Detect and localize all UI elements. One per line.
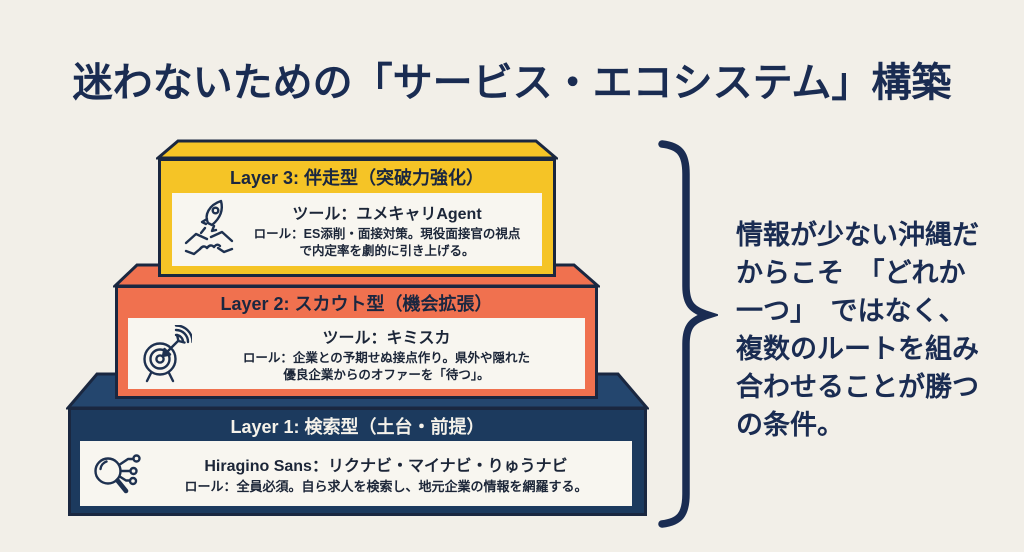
layer-2-front: Layer 2: スカウト型（機会拡張） xyxy=(115,285,598,399)
layer-3-panel: ツール：ユメキャリAgent ロール：ES添削・面接対策。現役面接官の視点 で内… xyxy=(172,193,542,266)
layer-2-role: ロール：企業との予期せぬ接点作り。県外や隠れた 優良企業からのオファーを「待つ」… xyxy=(242,351,531,382)
rocket-handshake-icon xyxy=(182,197,236,263)
layer-3-role: ロール：ES添削・面接対策。現役面接官の視点 で内定率を劇的に引き上げる。 xyxy=(253,227,521,258)
layer-1-role: ロール：全員必須。自ら求人を検索し、地元企業の情報を網羅する。 xyxy=(184,478,588,494)
layer-1-heading: Layer 1: 検索型（土台・前提） xyxy=(230,416,485,437)
layer-3-front: Layer 3: 伴走型（突破力強化） xyxy=(158,158,556,277)
layer-1-front: Layer 1: 検索型（土台・前提） xyxy=(68,407,647,516)
target-signal-icon xyxy=(138,324,192,383)
layer-3-text: ツール：ユメキャリAgent ロール：ES添削・面接対策。現役面接官の視点 で内… xyxy=(242,200,532,259)
layer-3-heading: Layer 3: 伴走型（突破力強化） xyxy=(229,168,485,188)
layer-3-tool: ツール：ユメキャリAgent xyxy=(292,206,482,223)
takeaway-text: 情報が少ない沖縄だ からこそ 「どれか 一つ」 ではなく、 複数のルートを組み … xyxy=(736,220,979,440)
search-network-icon xyxy=(90,447,144,501)
page-title: 迷わないための「サービス・エコシステム」構築 xyxy=(72,61,952,105)
layer-2-tool: ツール：キミスカ xyxy=(322,330,451,347)
layer-2-heading: Layer 2: スカウト型（機会拡張） xyxy=(220,294,493,314)
layer-1-tool: Hiragino Sans：リクナビ・マイナビ・りゅうナビ xyxy=(204,457,568,475)
layer-1-panel: Hiragino Sans：リクナビ・マイナビ・りゅうナビ ロール：全員必須。自… xyxy=(80,441,632,506)
curly-brace xyxy=(658,140,718,528)
layer-2-text: ツール：キミスカ ロール：企業との予期せぬ接点作り。県外や隠れた 優良企業からの… xyxy=(198,324,575,383)
layer-3-top-face xyxy=(156,139,558,160)
layer-2-panel: ツール：キミスカ ロール：企業との予期せぬ接点作り。県外や隠れた 優良企業からの… xyxy=(128,318,585,389)
layer-1-text: Hiragino Sans：リクナビ・マイナビ・りゅうナビ ロール：全員必須。自… xyxy=(150,452,622,495)
